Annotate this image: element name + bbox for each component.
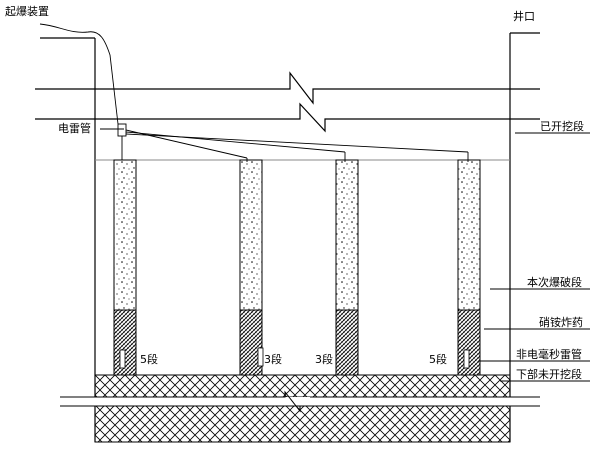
blast-hole-1 xyxy=(113,159,137,376)
label-non-electric-ms-detonator: 非电毫秒雷管 xyxy=(516,347,582,361)
leader-lines xyxy=(100,128,590,382)
label-current-blast-section: 本次爆破段 xyxy=(527,275,582,289)
label-detonator-device: 起爆装置 xyxy=(5,4,49,18)
label-lower-unexcavated-section: 下部未开挖段 xyxy=(516,367,582,381)
label-excavated-section: 已开挖段 xyxy=(540,119,584,133)
top-break-lines xyxy=(35,71,540,133)
lower-unexcavated-section xyxy=(60,374,540,443)
blast-hole-3 xyxy=(335,159,359,376)
label-ammonium-nitrate: 硝铵炸药 xyxy=(539,315,583,329)
detonator-wires xyxy=(39,23,469,162)
hole-3-delay: 3段 xyxy=(315,352,333,366)
hole-4-delay: 5段 xyxy=(429,352,447,366)
label-shaft-mouth: 井口 xyxy=(513,9,535,23)
blast-hole-4 xyxy=(457,159,481,376)
label-electric-detonator: 电雷管 xyxy=(58,121,91,135)
hole-2-delay: 3段 xyxy=(264,352,282,366)
blast-hole-2 xyxy=(239,159,264,376)
hole-1-delay: 5段 xyxy=(140,352,158,366)
